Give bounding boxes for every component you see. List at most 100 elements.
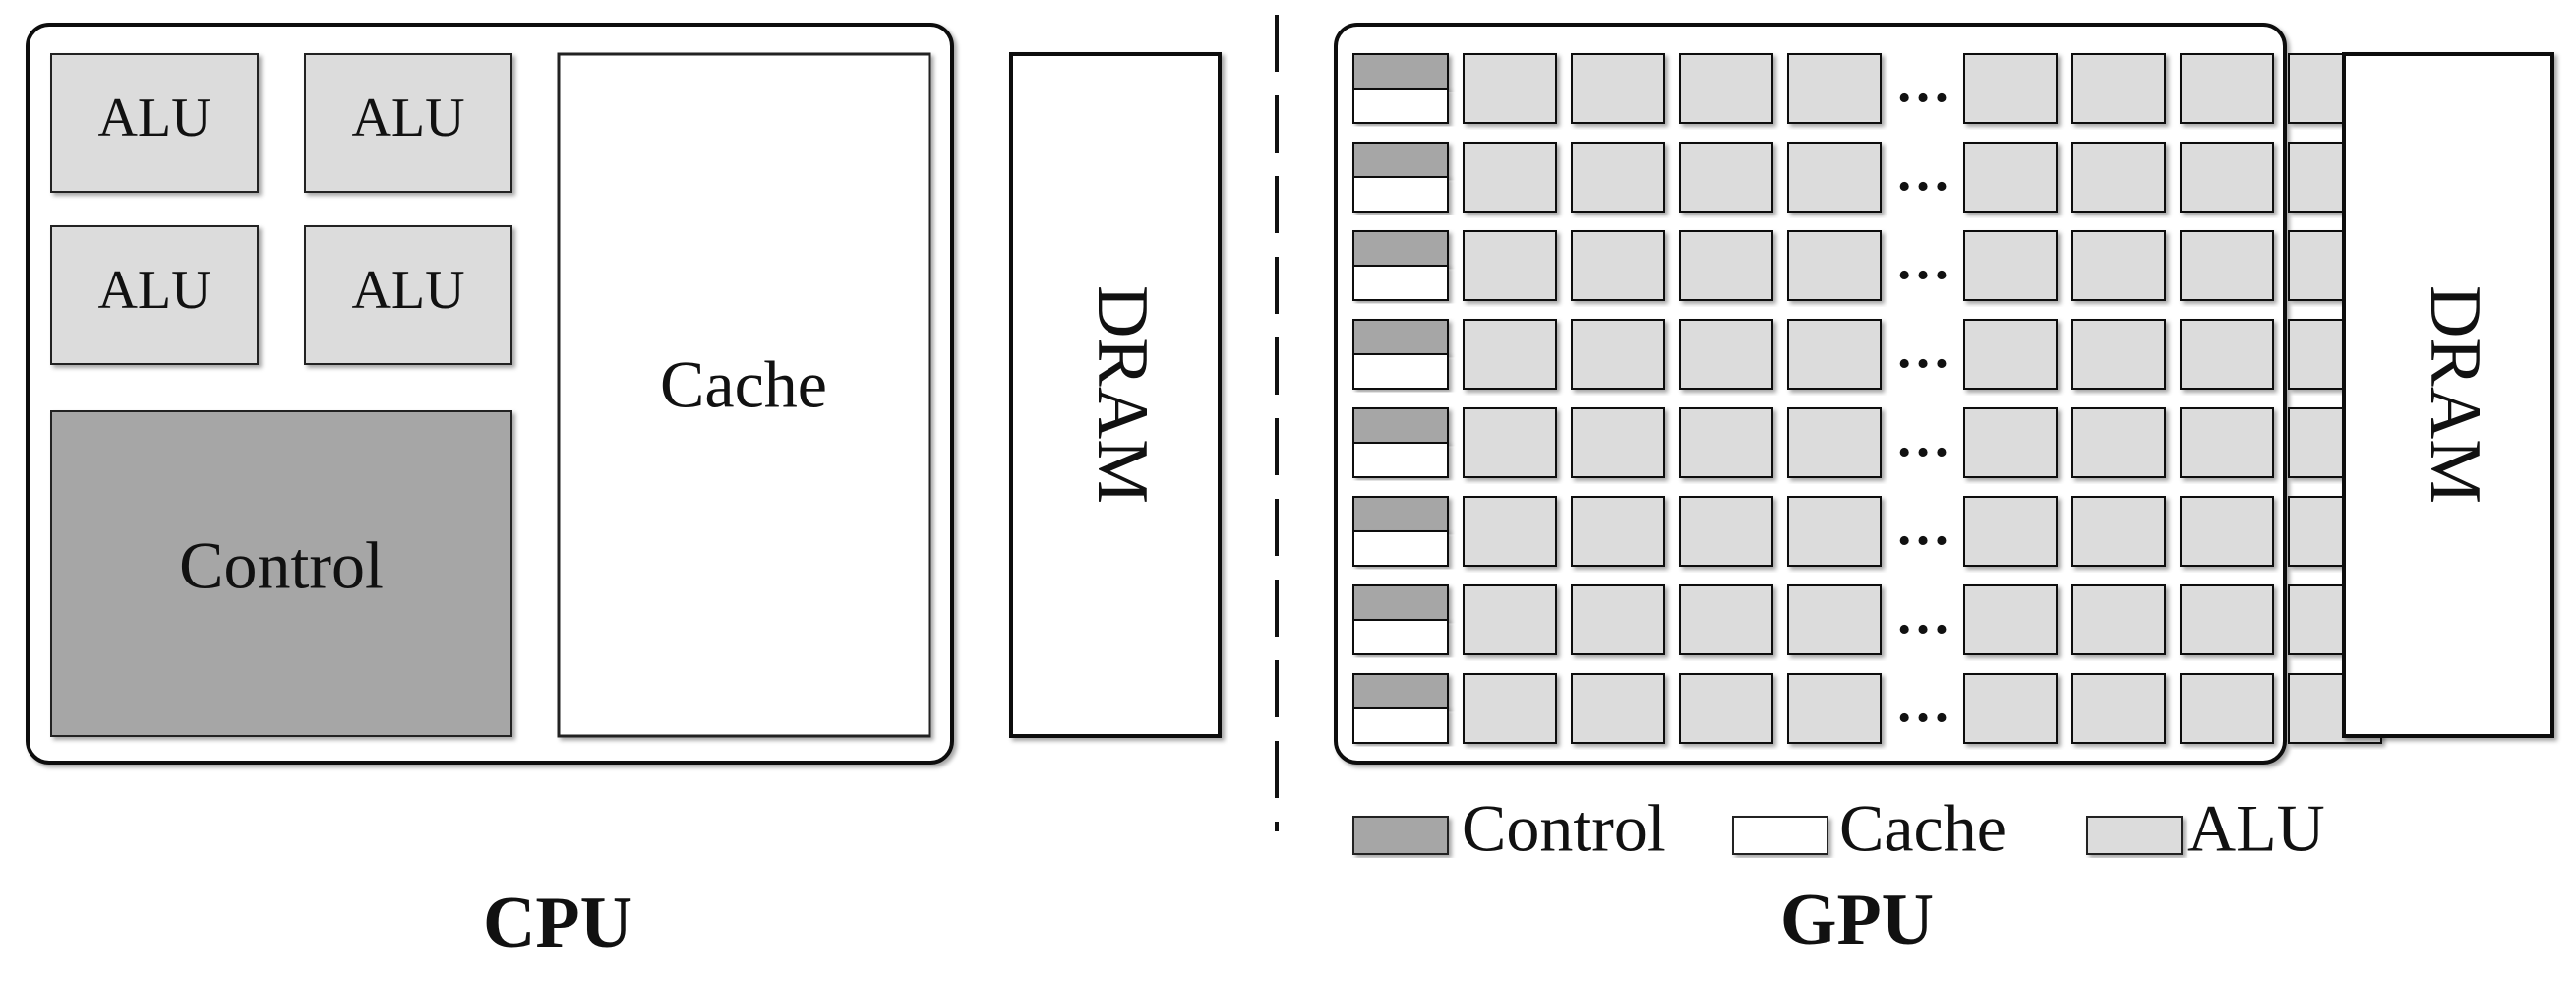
gpu-alu-cell (1963, 584, 2058, 655)
cpu-dram-box (1009, 52, 1222, 738)
legend-alu-swatch (2086, 816, 2183, 855)
gpu-control-cell (1352, 53, 1449, 90)
gpu-alu-cell (1571, 142, 1665, 213)
gpu-cache-cell (1352, 619, 1449, 655)
gpu-alu-cell (1571, 230, 1665, 301)
legend-control-label: Control (1462, 791, 1666, 866)
gpu-alu-cell (2180, 230, 2274, 301)
gpu-alu-cell (2180, 319, 2274, 390)
gpu-alu-cell (1463, 407, 1557, 478)
gpu-alu-cell (1787, 142, 1882, 213)
cpu-alu-1-label: ALU (97, 88, 210, 149)
gpu-alu-cell (2180, 584, 2274, 655)
gpu-alu-cell (2180, 496, 2274, 567)
gpu-control-cell (1352, 496, 1449, 532)
gpu-alu-cell (1679, 53, 1773, 124)
gpu-alu-cell (1571, 673, 1665, 744)
gpu-alu-cell (1787, 53, 1882, 124)
gpu-alu-cell (1963, 407, 2058, 478)
gpu-alu-cell (1787, 496, 1882, 567)
gpu-alu-cell (1679, 230, 1773, 301)
cpu-alu-2 (304, 53, 512, 193)
gpu-cache-cell (1352, 176, 1449, 213)
gpu-alu-cell (1571, 319, 1665, 390)
gpu-alu-cell (1787, 230, 1882, 301)
cpu-alu-4 (304, 225, 512, 365)
gpu-row-ellipsis: … (1895, 673, 1950, 734)
gpu-alu-cell (1463, 496, 1557, 567)
gpu-alu-cell (1679, 673, 1773, 744)
gpu-row-ellipsis: … (1895, 319, 1950, 380)
gpu-row-ellipsis: … (1895, 142, 1950, 203)
gpu-alu-cell (2071, 584, 2166, 655)
gpu-alu-cell (1679, 496, 1773, 567)
gpu-alu-cell (2071, 496, 2166, 567)
gpu-alu-cell (1463, 584, 1557, 655)
gpu-alu-cell (1463, 142, 1557, 213)
gpu-cache-cell (1352, 442, 1449, 478)
gpu-alu-cell (1571, 407, 1665, 478)
cpu-block: ALU ALU ALU ALU Control Cache (26, 23, 954, 765)
cpu-alu-3-label: ALU (97, 260, 210, 321)
cpu-title: CPU (483, 883, 632, 963)
gpu-row-ellipsis: … (1895, 53, 1950, 114)
gpu-control-cell (1352, 584, 1449, 621)
gpu-alu-cell (1571, 496, 1665, 567)
gpu-alu-cell (1463, 319, 1557, 390)
cpu-alu-1 (50, 53, 259, 193)
gpu-block: … … … … … … … … (1334, 23, 2382, 765)
gpu-alu-cell (1571, 584, 1665, 655)
gpu-control-cell (1352, 319, 1449, 355)
gpu-alu-cell (2180, 142, 2274, 213)
cpu-dram: DRAM (1009, 52, 1222, 738)
gpu-alu-cell (1963, 142, 2058, 213)
gpu-alu-cell (2071, 230, 2166, 301)
gpu-row-ellipsis: … (1895, 584, 1950, 645)
legend-cache-label: Cache (1839, 791, 2007, 866)
gpu-alu-cell (1463, 230, 1557, 301)
legend: Control Cache ALU (1352, 791, 2325, 866)
cpu-control (50, 410, 512, 737)
gpu-cache-cell (1352, 707, 1449, 744)
cpu-alu-4-label: ALU (351, 260, 464, 321)
cpu-dram-label: DRAM (1082, 285, 1163, 504)
gpu-alu-cell (1787, 319, 1882, 390)
gpu-alu-cell (1679, 584, 1773, 655)
gpu-cache-cell (1352, 265, 1449, 301)
gpu-control-cell (1352, 673, 1449, 709)
gpu-cache-cell (1352, 353, 1449, 390)
gpu-alu-cell (1787, 673, 1882, 744)
cpu-cache (557, 52, 931, 738)
gpu-row-ellipsis: … (1895, 407, 1950, 468)
gpu-alu-cell (2071, 319, 2166, 390)
gpu-alu-cell (1963, 496, 2058, 567)
gpu-cache-cell (1352, 88, 1449, 124)
cpu-alu-2-label: ALU (351, 88, 464, 149)
gpu-control-cell (1352, 230, 1449, 267)
legend-cache-swatch (1732, 816, 1828, 855)
gpu-alu-cell (1463, 673, 1557, 744)
gpu-alu-cell (1679, 142, 1773, 213)
gpu-cache-cell (1352, 530, 1449, 567)
legend-alu-label: ALU (2187, 791, 2325, 866)
gpu-alu-cell (1963, 230, 2058, 301)
gpu-alu-cell (2071, 142, 2166, 213)
gpu-alu-cell (2071, 53, 2166, 124)
gpu-alu-cell (2180, 673, 2274, 744)
gpu-alu-cell (1787, 407, 1882, 478)
gpu-title: GPU (1780, 880, 1934, 960)
gpu-alu-cell (2180, 407, 2274, 478)
cpu-control-label: Control (179, 528, 384, 603)
gpu-alu-cell (2180, 53, 2274, 124)
gpu-alu-cell (1963, 319, 2058, 390)
gpu-alu-cell (1679, 319, 1773, 390)
gpu-alu-cell (1963, 53, 2058, 124)
gpu-alu-cell (1463, 53, 1557, 124)
gpu-alu-cell (2071, 407, 2166, 478)
cpu-alu-3 (50, 225, 259, 365)
gpu-dram-box (2342, 52, 2554, 738)
gpu-alu-cell (1787, 584, 1882, 655)
gpu-row-ellipsis: … (1895, 496, 1950, 557)
gpu-row-ellipsis: … (1895, 230, 1950, 291)
